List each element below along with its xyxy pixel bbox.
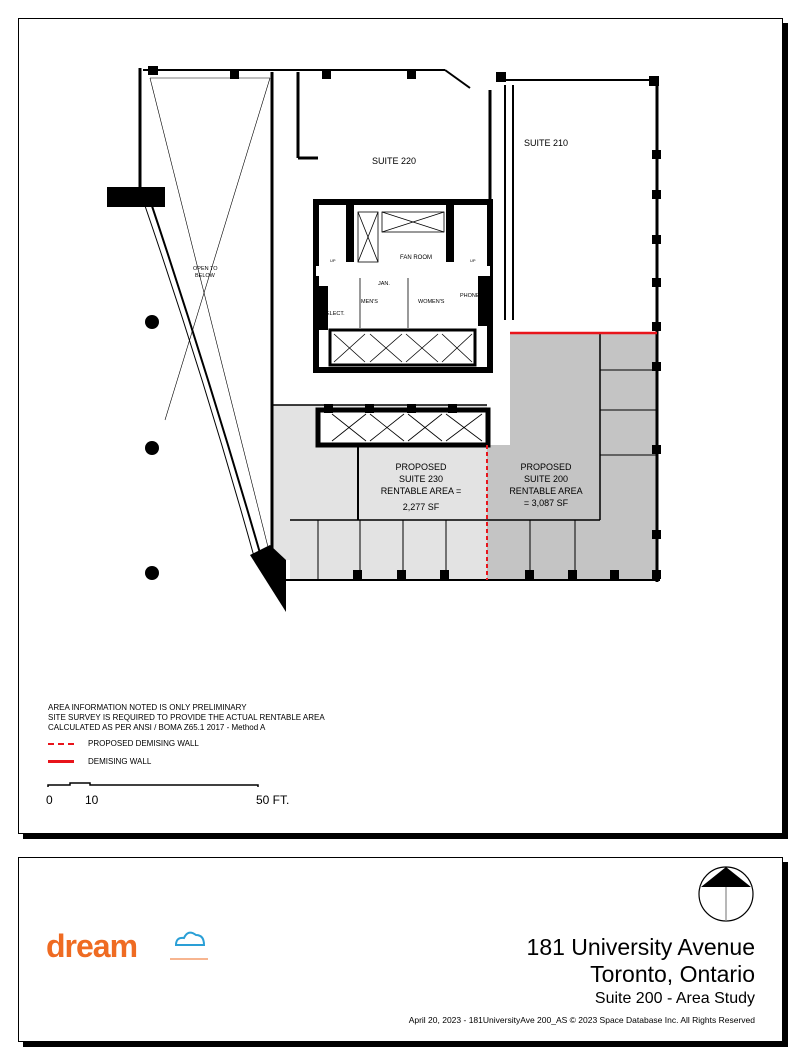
stair-up-label: UP [330, 258, 336, 263]
address-line-1: 181 University Avenue [526, 934, 755, 960]
svg-text:PROPOSED: PROPOSED [520, 462, 572, 472]
north-arrow-icon [698, 866, 754, 922]
open-to-below-label: OPEN TO [193, 266, 218, 272]
electrical-label: ELECT. [326, 311, 345, 317]
svg-text:RENTABLE AREA: RENTABLE AREA [509, 486, 582, 496]
area-notes: AREA INFORMATION NOTED IS ONLY PRELIMINA… [48, 703, 325, 733]
address-line-2: Toronto, Ontario [590, 961, 755, 987]
scale-label-50: 50 FT. [256, 793, 290, 807]
mens-label: MEN'S [361, 299, 378, 305]
scale-label-10: 10 [85, 793, 99, 807]
fan-room-label: FAN ROOM [400, 255, 432, 261]
cloud-icon [170, 931, 208, 960]
note-line: SITE SURVEY IS REQUIRED TO PROVIDE THE A… [48, 713, 325, 722]
svg-text:SUITE 200: SUITE 200 [524, 474, 568, 484]
building-walls [138, 68, 660, 582]
legend-demising-wall: DEMISING WALL [48, 757, 151, 766]
room-labels: SUITE 220 SUITE 210 OPEN TO BELOW FAN RO… [193, 138, 568, 317]
stair-up-label-2: UP [470, 258, 476, 263]
janitor-label: JAN. [378, 281, 390, 287]
svg-text:= 3,087 SF: = 3,087 SF [524, 498, 569, 508]
drawing-footer: April 20, 2023 - 181UniversityAve 200_AS… [408, 1015, 755, 1025]
note-line: CALCULATED AS PER ANSI / BOMA Z65.1 2017… [48, 723, 266, 732]
suite-210-label: SUITE 210 [524, 138, 568, 148]
dream-logo: dream [46, 928, 138, 964]
phone-label: PHONE [460, 293, 480, 299]
drawing-subtitle: Suite 200 - Area Study [594, 990, 755, 1007]
suite-230-label: PROPOSED SUITE 230 RENTABLE AREA = 2,277… [381, 462, 462, 512]
open-to-below-label-2: BELOW [195, 273, 216, 279]
title-block [18, 857, 783, 1042]
legend-label: DEMISING WALL [88, 757, 152, 766]
note-line: AREA INFORMATION NOTED IS ONLY PRELIMINA… [48, 703, 247, 712]
suite-200-label: PROPOSED SUITE 200 RENTABLE AREA = 3,087… [509, 462, 582, 508]
dashed-line-swatch [48, 742, 74, 745]
legend-proposed-demising-wall: PROPOSED DEMISING WALL [48, 739, 199, 748]
suite-220-label: SUITE 220 [372, 156, 416, 166]
svg-text:2,277 SF: 2,277 SF [403, 502, 440, 512]
solid-line-swatch [48, 760, 74, 763]
scale-bar [47, 782, 259, 787]
structural-columns [107, 66, 661, 612]
suite-230-area[interactable] [273, 405, 487, 580]
svg-text:SUITE 230: SUITE 230 [399, 474, 443, 484]
building-core [313, 199, 493, 448]
svg-text:RENTABLE AREA =: RENTABLE AREA = [381, 486, 462, 496]
scale-label-0: 0 [46, 793, 53, 807]
legend-label: PROPOSED DEMISING WALL [88, 739, 199, 748]
womens-label: WOMEN'S [418, 299, 445, 305]
floor-plan: SUITE 220 SUITE 210 OPEN TO BELOW FAN RO… [47, 66, 661, 787]
svg-text:PROPOSED: PROPOSED [395, 462, 447, 472]
suite-200-area[interactable] [487, 333, 658, 580]
